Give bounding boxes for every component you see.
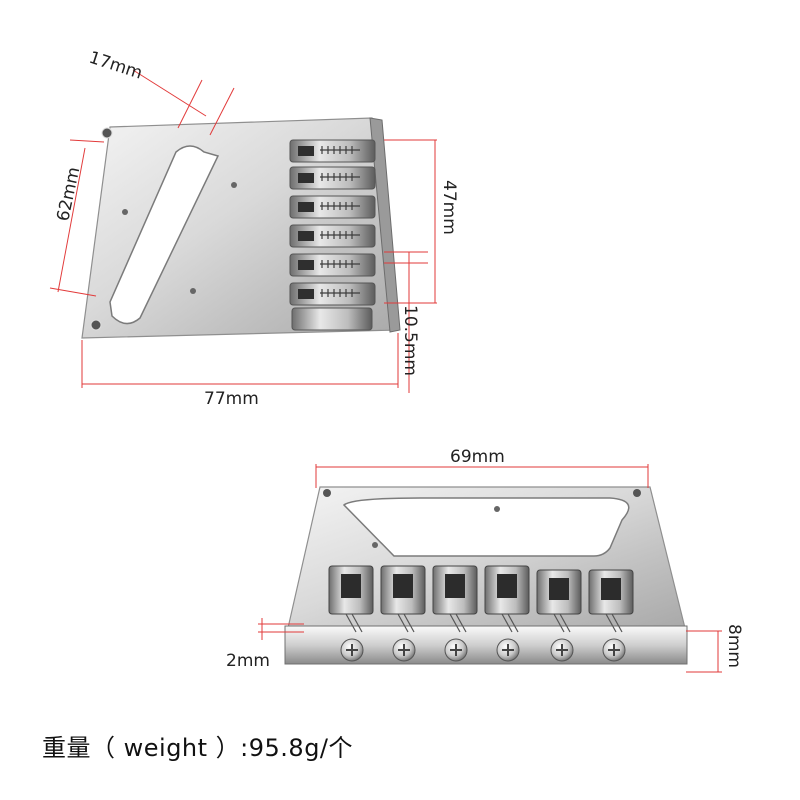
top-mount-hole bbox=[190, 288, 196, 294]
dim-label-77mm: 77mm bbox=[204, 389, 259, 409]
weight-caption: 重量（ weight ）:95.8g/个 bbox=[42, 734, 354, 762]
top-mount-hole bbox=[122, 209, 128, 215]
bridge-side-view: 69mm 2mm 8mm bbox=[226, 447, 744, 673]
side-dimension-lines bbox=[258, 464, 722, 673]
side-mount-hole bbox=[633, 489, 641, 497]
side-saddles bbox=[328, 565, 634, 633]
side-mount-hole bbox=[323, 489, 331, 497]
bridge-top-view: 17mm 62mm 47mm 10.5mm 77mm bbox=[49, 48, 459, 409]
side-mount-hole bbox=[494, 506, 500, 512]
top-rear-wall bbox=[369, 117, 401, 333]
top-dimension-lines bbox=[49, 69, 437, 393]
dim-label-69mm: 69mm bbox=[450, 447, 505, 467]
top-mount-hole bbox=[231, 182, 237, 188]
top-mount-hole bbox=[101, 127, 113, 139]
side-screw-heads bbox=[340, 638, 626, 662]
dim-label-10-5mm: 10.5mm bbox=[400, 305, 420, 376]
dim-label-17mm: 17mm bbox=[86, 48, 144, 84]
top-saddles bbox=[289, 139, 376, 331]
side-pickup-slot bbox=[342, 497, 630, 557]
top-mount-hole bbox=[90, 319, 102, 331]
dim-label-2mm: 2mm bbox=[226, 651, 270, 671]
dim-label-8mm: 8mm bbox=[724, 624, 744, 668]
top-pickup-slot bbox=[109, 145, 220, 325]
side-mount-hole bbox=[372, 542, 378, 548]
dim-label-47mm: 47mm bbox=[439, 180, 459, 235]
dim-label-62mm: 62mm bbox=[53, 165, 84, 223]
